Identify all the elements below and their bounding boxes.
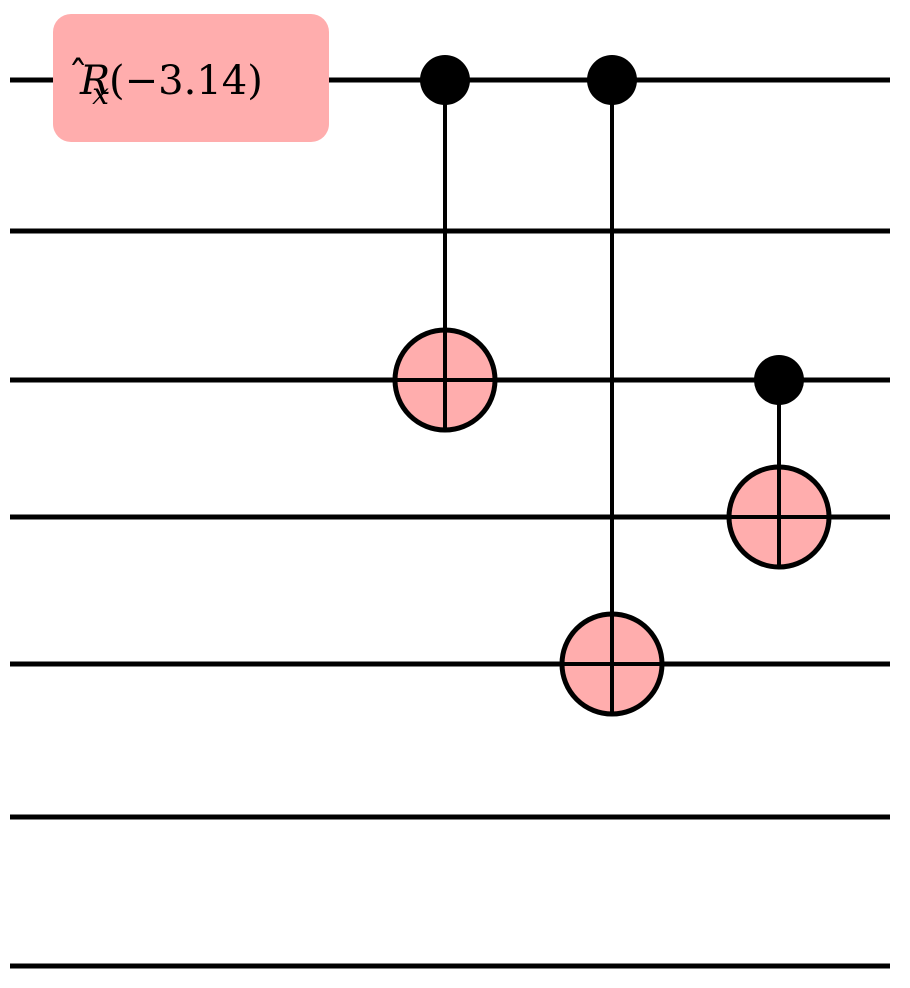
cnot-gate-1	[392, 55, 498, 433]
rx-gate-box	[53, 14, 329, 142]
rx-gate-symbol: R	[79, 58, 110, 104]
cnot-control-dot	[420, 55, 470, 105]
cnot-control-dot	[754, 355, 804, 405]
rx-gate-axis: x	[92, 77, 109, 112]
rx-rotation-gate: R̂x(−3.14)	[53, 14, 329, 142]
cnot-gate-3	[726, 355, 832, 570]
rx-gate-parameter: (−3.14)	[109, 58, 263, 104]
circuit-gates: R̂x(−3.14)	[53, 14, 832, 717]
rx-gate-label: R̂x(−3.14)	[71, 58, 263, 112]
cnot-gate-2	[559, 55, 665, 717]
cnot-control-dot	[587, 55, 637, 105]
